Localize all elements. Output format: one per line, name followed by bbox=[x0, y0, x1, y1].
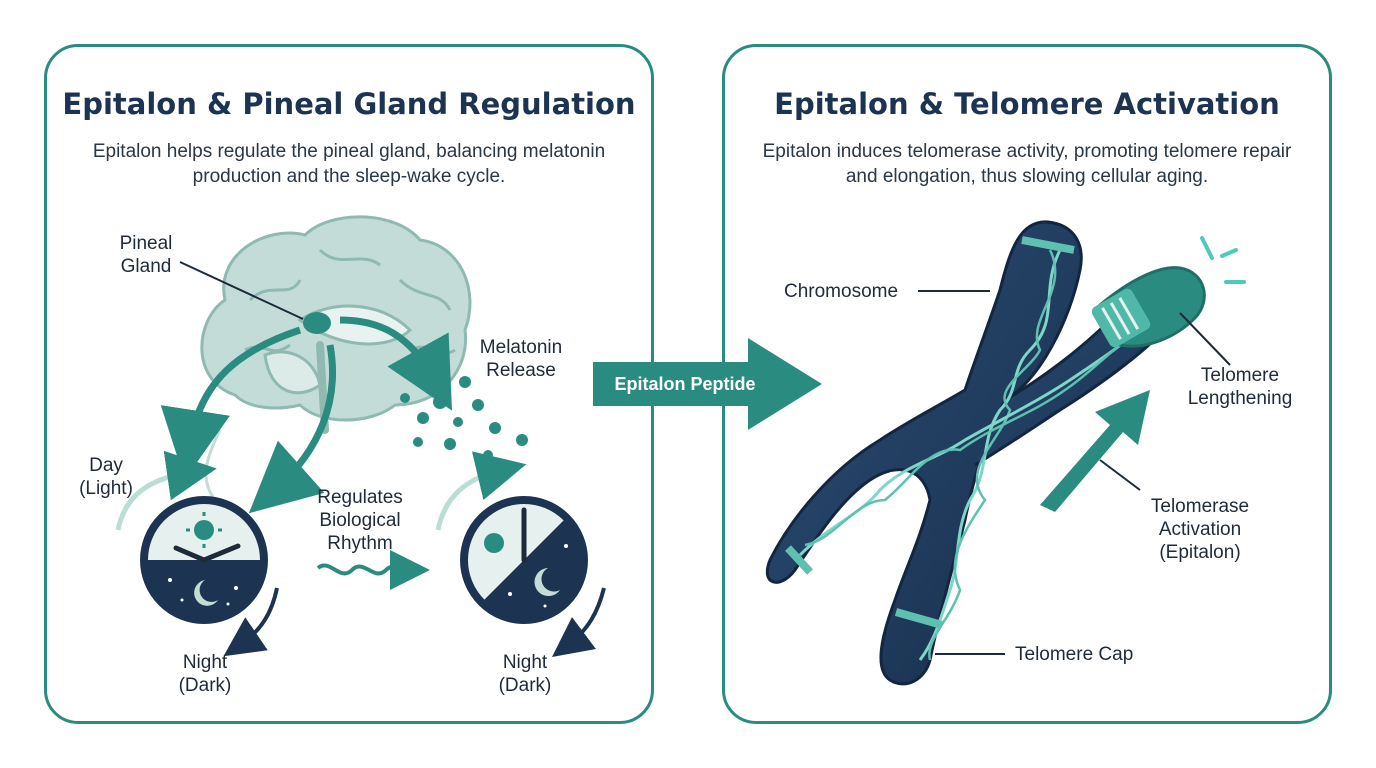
cycle-arrow-right-day bbox=[435, 451, 527, 531]
rhythm-wave-arrow bbox=[316, 549, 430, 590]
brain-to-clock-arrow bbox=[248, 344, 336, 514]
night-dark-right-label: Night (Dark) bbox=[498, 652, 552, 696]
moon-icon bbox=[194, 580, 218, 606]
telomere-lengthening-leader bbox=[1179, 312, 1231, 366]
pineal-panel-title: Epitalon & Pineal Gland Regulation bbox=[62, 87, 636, 121]
pineal-panel: Epitalon & Pineal Gland Regulation Epita… bbox=[44, 44, 654, 724]
telomere-lengthening-label: Telomere Lengthening bbox=[1187, 365, 1293, 409]
night-dark-left-label: Night (Dark) bbox=[178, 652, 232, 696]
epitalon-peptide-label: Epitalon Peptide bbox=[614, 374, 756, 394]
epitalon-peptide-arrow bbox=[593, 338, 822, 430]
pineal-gland-label: Pineal Gland bbox=[119, 233, 173, 277]
telomerase-activation-label: Telomerase Activation (Epitalon) bbox=[1150, 496, 1250, 563]
cycle-arrow-night-right bbox=[552, 587, 606, 658]
melatonin-particles bbox=[400, 376, 528, 460]
telomerase-leader bbox=[1099, 459, 1141, 491]
brain-to-melatonin-arrow bbox=[339, 316, 453, 411]
sun-icon bbox=[484, 533, 504, 553]
pineal-gland-shape bbox=[303, 312, 331, 334]
day-night-clock-right bbox=[460, 496, 588, 624]
day-light-label: Day (Light) bbox=[79, 455, 133, 499]
telomere-cap-label: Telomere Cap bbox=[1015, 644, 1134, 665]
sun-icon bbox=[194, 520, 214, 540]
telomere-panel-title: Epitalon & Telomere Activation bbox=[774, 87, 1280, 121]
cycle-arrow-night-left bbox=[223, 587, 279, 657]
telomerase-activation-arrow bbox=[1040, 390, 1150, 512]
sparkle-icon bbox=[1200, 236, 1246, 284]
regulates-rhythm-label: Regulates Biological Rhythm bbox=[317, 487, 403, 554]
pineal-panel-subtitle: Epitalon helps regulate the pineal gland… bbox=[92, 141, 606, 187]
telomere-extension bbox=[1091, 266, 1206, 348]
cycle-arrow-day bbox=[115, 450, 217, 531]
pineal-leader-line bbox=[179, 261, 304, 320]
brain-to-day-arrow bbox=[160, 326, 302, 480]
chromosome-label: Chromosome bbox=[784, 281, 899, 302]
moon-icon bbox=[534, 568, 560, 596]
telomere-panel-subtitle: Epitalon induces telomerase activity, pr… bbox=[762, 141, 1292, 187]
melatonin-release-label: Melatonin Release bbox=[479, 337, 563, 381]
day-night-clock-left bbox=[140, 496, 268, 624]
